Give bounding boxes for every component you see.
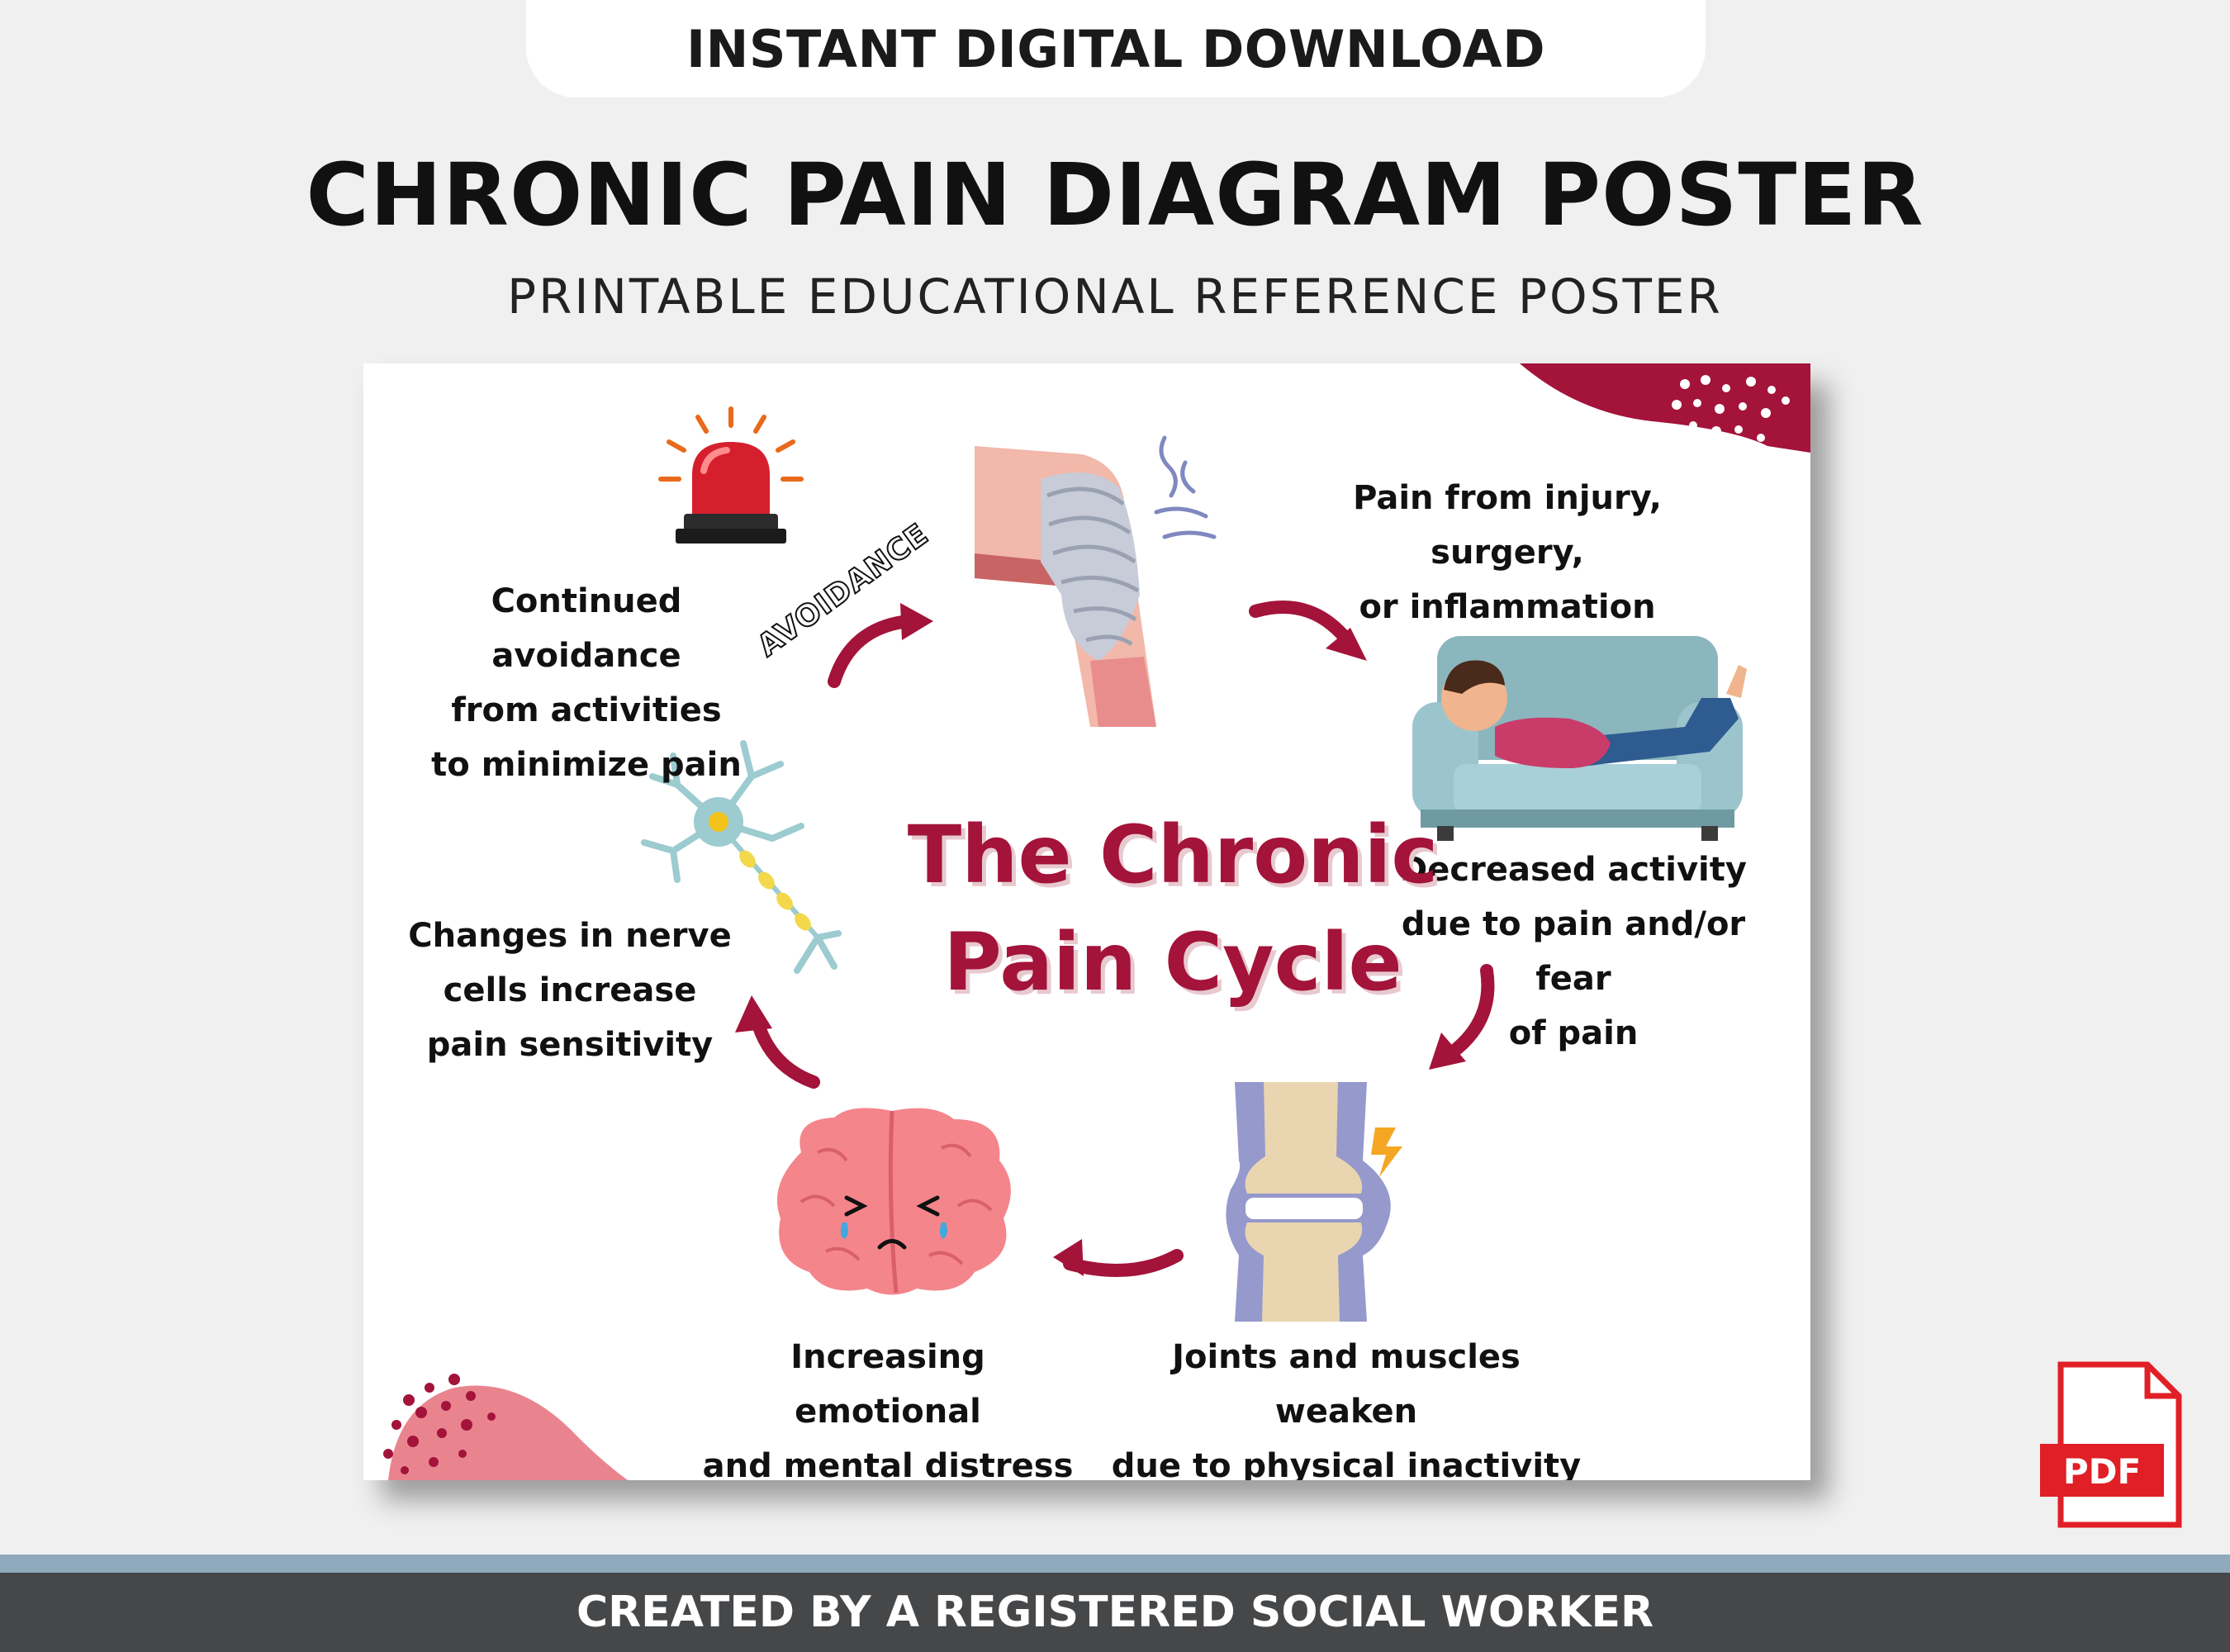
knee-joint-icon — [1226, 1082, 1402, 1322]
step-caption-avoidance: Continued avoidance from activities to m… — [431, 582, 742, 784]
pdf-file-icon: PDF — [2040, 1361, 2182, 1528]
neuron-icon — [641, 740, 842, 974]
download-badge-text: INSTANT DIGITAL DOWNLOAD — [686, 19, 1546, 79]
decorative-blobs — [383, 363, 1810, 1480]
page-title: CHRONIC PAIN DIAGRAM POSTER — [306, 145, 1924, 245]
poster-card: AVOIDANCE — [363, 363, 1810, 1480]
step-caption-weakness: Joints and muscles weaken due to physica… — [1111, 1338, 1582, 1480]
step-caption-decreased-activity: Decreased activity due to pain and/or fe… — [1400, 851, 1747, 1052]
pdf-label: PDF — [2063, 1451, 2141, 1492]
sad-brain-icon — [776, 1108, 1011, 1295]
page-subtitle: PRINTABLE EDUCATIONAL REFERENCE POSTER — [507, 268, 1723, 325]
step-caption-injury: Pain from injury, surgery, or inflammati… — [1353, 479, 1662, 626]
person-on-couch-icon — [1412, 636, 1747, 841]
footer-text: CREATED BY A REGISTERED SOCIAL WORKER — [576, 1588, 1654, 1637]
footer-bar: CREATED BY A REGISTERED SOCIAL WORKER — [0, 1573, 2230, 1652]
step-caption-distress: Increasing emotional and mental distress — [702, 1338, 1074, 1480]
step-caption-nerve-changes: Changes in nerve cells increase pain sen… — [408, 917, 732, 1064]
cycle-title: The Chronic Pain Cycle — [907, 809, 1439, 1009]
download-badge: INSTANT DIGITAL DOWNLOAD — [526, 0, 1706, 97]
alarm-siren-icon — [658, 406, 804, 544]
bandaged-knee-icon — [975, 435, 1217, 727]
footer-stripe — [0, 1555, 2230, 1573]
